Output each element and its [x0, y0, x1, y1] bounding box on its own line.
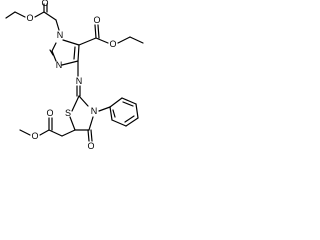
- atom-labels: O O O O N N N S N O O O: [26, 0, 116, 151]
- bond: [90, 129, 93, 142]
- bond: [87, 129, 90, 142]
- atom-o-ester-right-ether: O: [109, 39, 116, 49]
- atom-s-thiazolidine: S: [65, 108, 71, 118]
- atom-o-ester-top-carbonyl: O: [41, 0, 48, 8]
- bond: [111, 119, 127, 127]
- bond: [51, 50, 57, 62]
- bond: [34, 11, 45, 18]
- bond: [78, 95, 89, 107]
- bond: [73, 46, 76, 60]
- bond: [5, 11, 16, 19]
- bond: [77, 44, 80, 62]
- bond: [98, 106, 111, 112]
- bond: [61, 129, 76, 137]
- bond: [51, 42, 57, 52]
- bond: [19, 129, 31, 136]
- bond: [69, 116, 76, 131]
- atom-o-ester-top-ether: O: [26, 13, 33, 23]
- bond: [49, 49, 54, 56]
- bond: [122, 101, 134, 107]
- bond: [39, 129, 50, 136]
- bond: [121, 97, 137, 105]
- bond: [129, 36, 144, 44]
- atom-o-ester-bottom-ether: O: [31, 131, 38, 141]
- bond: [48, 129, 63, 137]
- bond: [109, 97, 123, 108]
- bonds: [5, 3, 144, 142]
- bond: [94, 24, 97, 39]
- bond: [117, 36, 131, 44]
- atom-o-ester-right-carbonyl: O: [93, 15, 100, 25]
- bond: [43, 11, 57, 21]
- bond: [112, 109, 116, 118]
- atom-o-thiazolidinone: O: [87, 141, 94, 151]
- bond: [62, 39, 80, 46]
- bond: [135, 103, 139, 119]
- bond: [61, 60, 79, 66]
- bond: [124, 115, 135, 123]
- bond: [109, 106, 113, 121]
- bond: [55, 19, 60, 31]
- atom-n-imidazole-3: N: [56, 60, 63, 70]
- bond: [95, 37, 109, 44]
- atom-o-ester-bottom-carbonyl: O: [46, 108, 53, 118]
- atom-n-imine: N: [76, 76, 83, 86]
- bond: [88, 116, 94, 131]
- bond: [78, 37, 97, 46]
- chemical-structure: O O O O N N N S N O O O: [5, 0, 144, 151]
- atom-n-imidazole-1: N: [57, 30, 64, 40]
- bond: [97, 24, 100, 39]
- atom-n-thiazolidine: N: [91, 106, 98, 116]
- bond: [71, 95, 80, 112]
- bond: [14, 11, 26, 18]
- bond: [125, 117, 139, 127]
